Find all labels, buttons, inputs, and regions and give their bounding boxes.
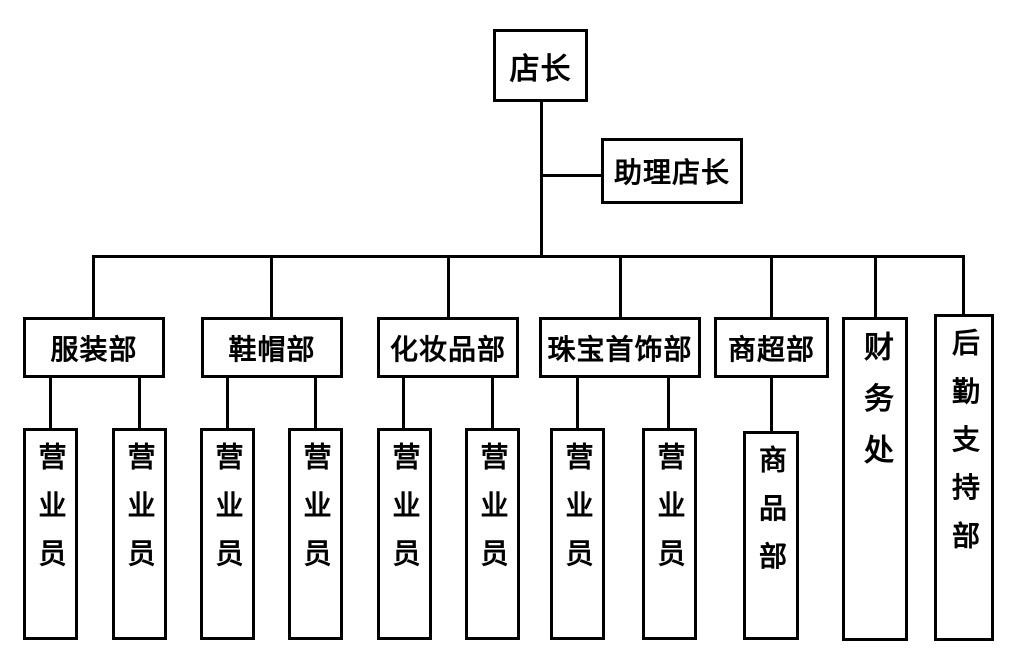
node-salesperson: 营业员 [23,428,78,640]
connector-drop-clothing [92,255,95,318]
node-salesperson: 营业员 [465,428,520,640]
connector-assistant-branch [541,174,603,177]
node-merchandise-dept-label: 商品部 [755,445,788,590]
node-dept-supermarket-label: 商超部 [727,332,815,366]
node-salesperson: 营业员 [377,428,432,640]
node-salesperson: 营业员 [112,428,167,640]
node-salesperson: 营业员 [200,428,255,640]
node-assistant-store-manager-label: 助理店长 [613,156,730,189]
node-dept-clothing-label: 服装部 [50,332,138,366]
node-salesperson-label: 营业员 [476,442,510,587]
node-salesperson-label: 营业员 [211,442,245,587]
node-salesperson-label: 营业员 [34,442,68,587]
node-merchandise-dept: 商品部 [743,431,799,640]
connector-drop-salesperson [314,376,317,430]
node-salesperson-label: 营业员 [123,442,157,587]
node-dept-shoes-hats-label: 鞋帽部 [228,332,316,366]
node-dept-supermarket: 商超部 [714,317,829,378]
connector-drop-jewelry [619,255,622,318]
connector-drop-merchandise [770,376,773,433]
connector-drop-salesperson [667,376,670,430]
connector-drop-shoes-hats [270,255,273,318]
node-dept-jewelry-label: 珠宝首饰部 [547,332,693,366]
node-dept-cosmetics-label: 化妆品部 [389,332,506,366]
connector-drop-salesperson [402,376,405,430]
node-dept-clothing: 服装部 [23,317,165,378]
connector-drop-cosmetics [447,255,450,318]
node-assistant-store-manager: 助理店长 [601,138,743,204]
connector-drop-salesperson [576,376,579,430]
node-salesperson-label: 营业员 [299,442,333,587]
connector-drop-salesperson [226,376,229,430]
node-dept-cosmetics: 化妆品部 [377,317,519,378]
node-store-manager-label: 店长 [509,51,572,87]
node-salesperson: 营业员 [642,428,697,640]
connector-main-horizontal [93,255,964,258]
node-finance-office: 财务处 [842,317,908,641]
node-salesperson: 营业员 [288,428,343,640]
node-salesperson: 营业员 [550,428,605,640]
connector-drop-supermarket [770,255,773,318]
connector-drop-logistics [962,255,965,315]
node-logistics-support-dept-label: 后勤支持部 [948,328,981,569]
node-dept-shoes-hats: 鞋帽部 [201,317,343,378]
connector-drop-salesperson [49,376,52,430]
node-salesperson-label: 营业员 [388,442,422,587]
node-finance-office-label: 财务处 [858,331,893,486]
connector-drop-finance [874,255,877,318]
connector-drop-salesperson [138,376,141,430]
node-salesperson-label: 营业员 [653,442,687,587]
node-dept-jewelry: 珠宝首饰部 [539,317,701,378]
node-logistics-support-dept: 后勤支持部 [934,314,994,641]
connector-root-vertical [540,100,543,256]
node-store-manager: 店长 [493,29,588,102]
connector-drop-salesperson [491,376,494,430]
node-salesperson-label: 营业员 [561,442,595,587]
